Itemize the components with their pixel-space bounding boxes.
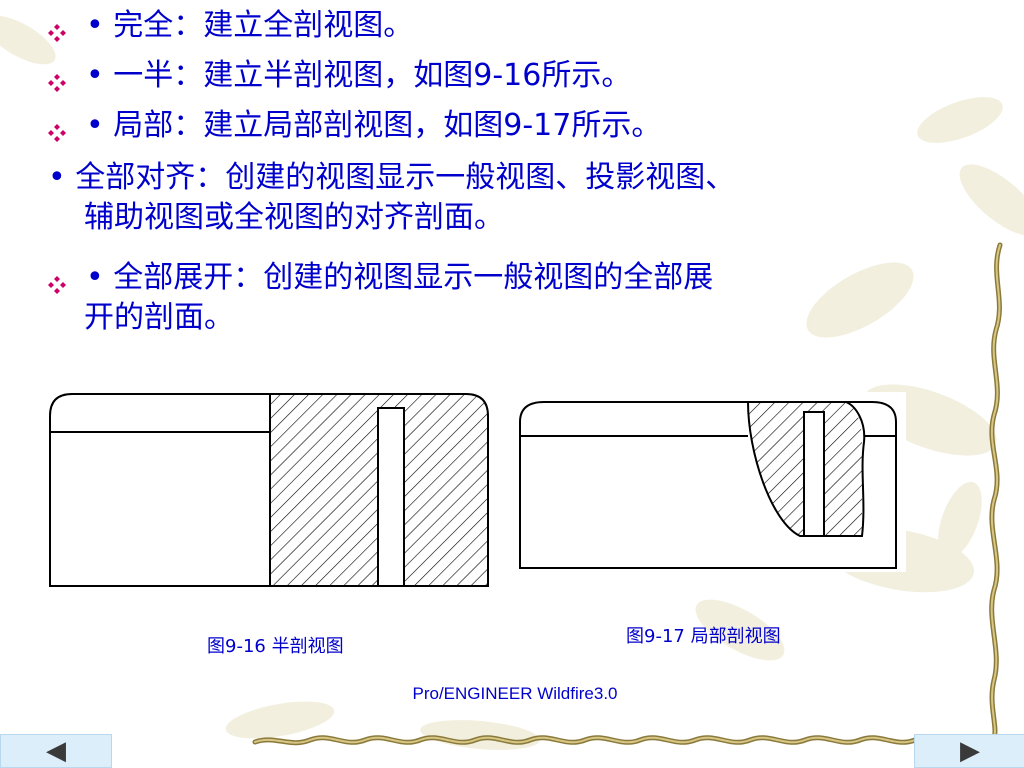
footer-software-label: Pro/ENGINEER Wildfire3.0 xyxy=(412,684,618,703)
next-slide-button[interactable]: ▶ xyxy=(914,734,1024,768)
diamond-cluster-icon xyxy=(48,24,66,42)
diamond-cluster-icon xyxy=(48,276,66,294)
bullet-unfold-section: • 全部展开：创建的视图显示一般视图的全部展 xyxy=(86,260,714,295)
diamond-cluster-icon xyxy=(48,124,66,142)
bullet-aligned-section-cont: 辅助视图或全视图的对齐剖面。 xyxy=(84,200,504,235)
next-arrow-icon: ▶ xyxy=(960,736,980,766)
bullet-unfold-section-cont: 开的剖面。 xyxy=(84,300,234,335)
bullet-aligned-section: • 全部对齐：创建的视图显示一般视图、投影视图、 xyxy=(48,160,736,195)
figure-9-16-caption: 图9-16 半剖视图 xyxy=(207,636,344,657)
diamond-cluster-icon xyxy=(48,74,66,92)
local-section-drawing xyxy=(516,392,906,572)
bullet-full-section: • 完全：建立全剖视图。 xyxy=(86,8,414,43)
bullet-local-section: • 局部：建立局部剖视图，如图9-17所示。 xyxy=(86,108,662,143)
figure-9-17-caption: 图9-17 局部剖视图 xyxy=(626,626,781,647)
bullet-half-section: • 一半：建立半剖视图，如图9-16所示。 xyxy=(86,58,632,93)
prev-slide-button[interactable]: ◀ xyxy=(0,734,112,768)
half-section-drawing xyxy=(46,388,494,592)
prev-arrow-icon: ◀ xyxy=(46,736,66,766)
